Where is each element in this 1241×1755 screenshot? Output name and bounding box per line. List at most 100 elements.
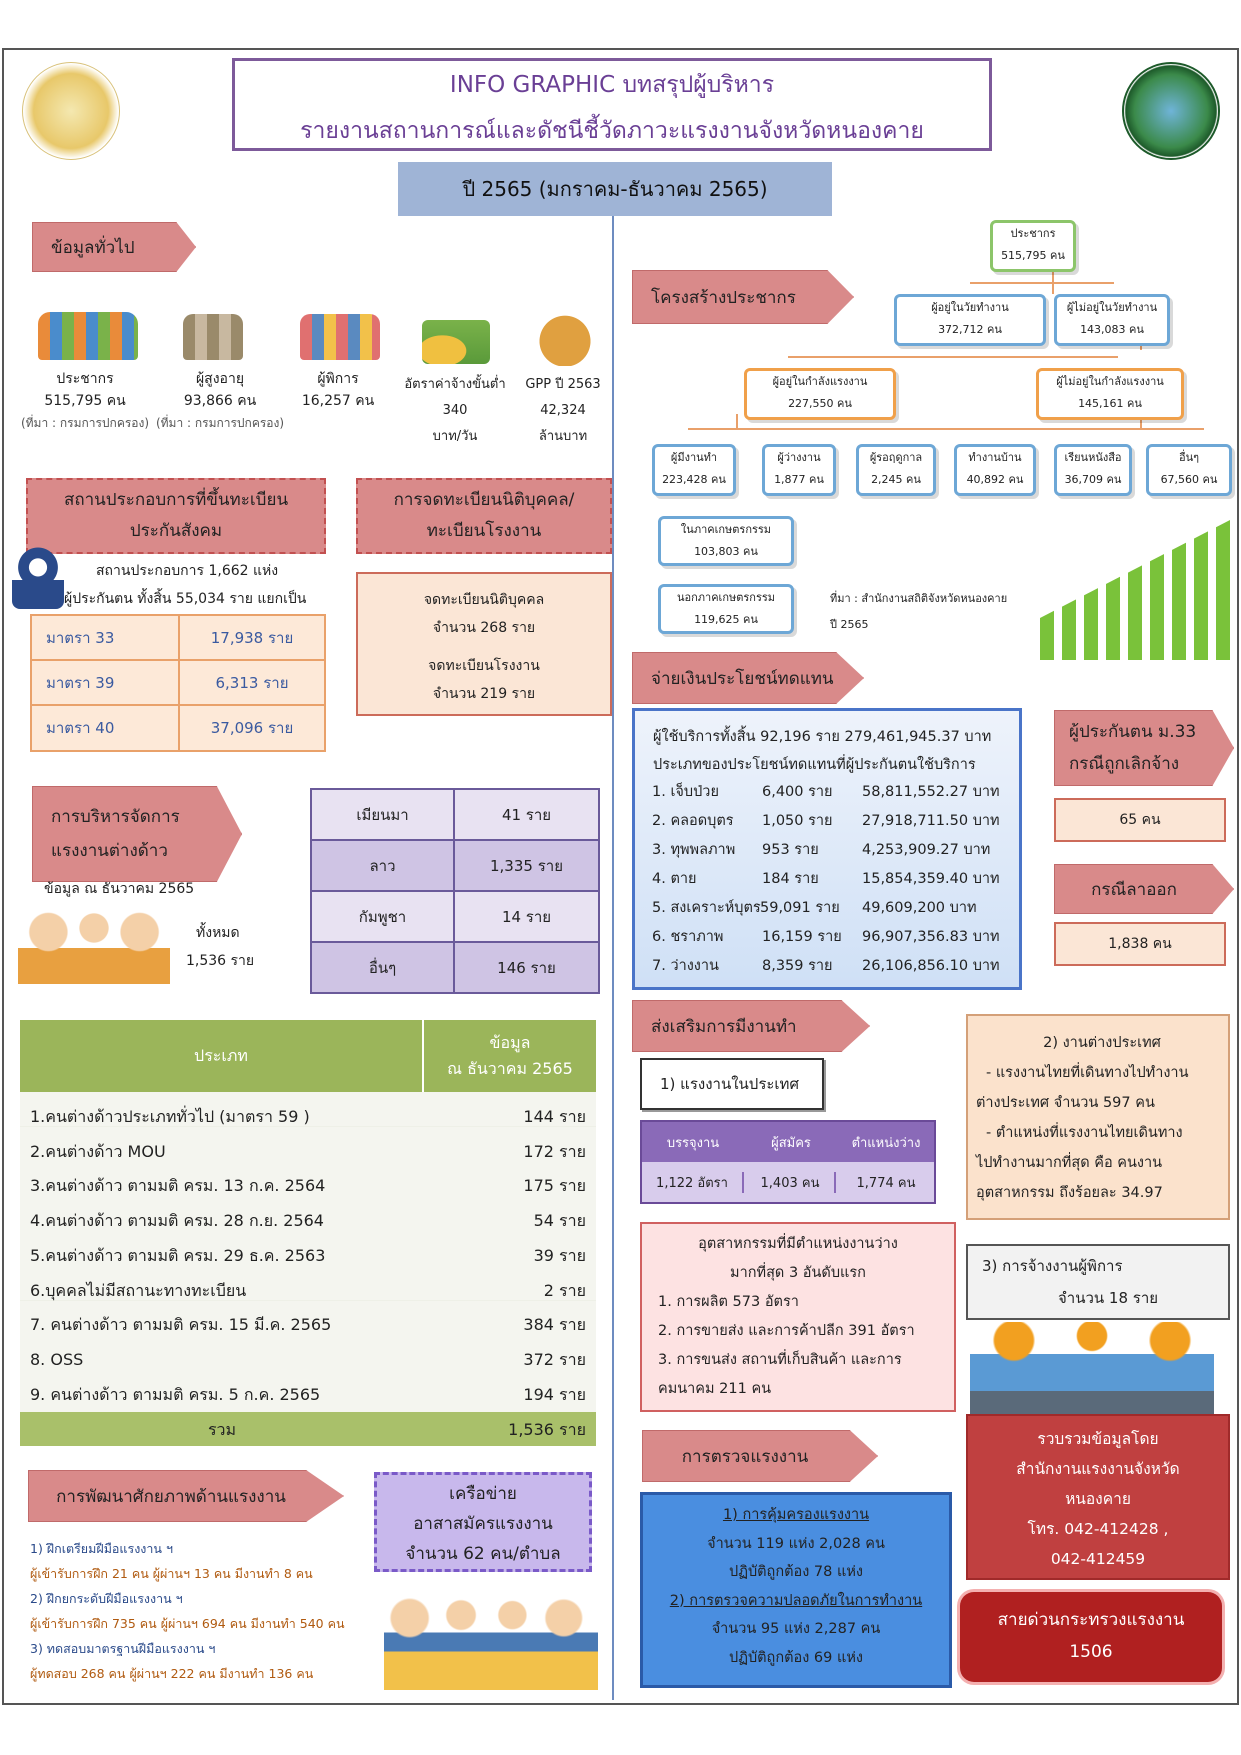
label: ผู้สูงอายุ	[195, 371, 245, 387]
benefit-sub: ประเภทของประโยชน์ทดแทนที่ผู้ประกันตนใช้บ…	[653, 757, 976, 773]
stat-disabled: ผู้พิการ 16,257 คน	[283, 368, 393, 412]
icon-elderly	[183, 314, 243, 360]
page-frame	[2, 48, 1239, 1705]
hotline-box[interactable]: สายด่วนกระทรวงแรงงาน 1506	[960, 1592, 1222, 1682]
table-cell: 372 ราย	[523, 1349, 586, 1369]
org-label: ผู้ว่างงาน	[777, 451, 821, 464]
industry-title: อุตสาหกรรมที่มีตำแหน่งงานว่าง	[698, 1236, 898, 1252]
title-box: INFO GRAPHIC บทสรุปผู้บริหาร รายงานสถานก…	[232, 58, 992, 151]
inspect-h1: 1) การคุ้มครองแรงงาน	[722, 1507, 870, 1523]
ftable-values: 144 ราย 172 ราย 175 ราย 54 ราย 39 ราย 2 …	[424, 1100, 586, 1412]
table-cell: 175 ราย	[523, 1176, 586, 1196]
benefit-count: 6,400 ราย	[762, 784, 833, 800]
benefit-amount: 27,918,711.50 บาท	[862, 813, 1000, 829]
population-heading: โครงสร้างประชากร	[632, 270, 854, 324]
org-label: เรียนหนังสือ	[1064, 451, 1122, 464]
inspect-line: ปฏิบัติถูกต้อง 69 แห่ง	[729, 1649, 863, 1666]
industry-line: คมนาคม 211 คน	[658, 1381, 772, 1397]
source-line: ที่มา : สำนักงานสถิติจังหวัดหนองคาย	[830, 592, 1008, 605]
org-label: ผู้อยู่ในกำลังแรงงาน	[772, 375, 868, 388]
employ-table: บรรจุงาน ผู้สมัคร ตำแหน่งว่าง 1,122 อัตร…	[640, 1120, 936, 1204]
social-row-value: 37,096 ราย	[210, 719, 294, 737]
domestic-label: 1) แรงงานในประเทศ	[640, 1058, 824, 1110]
skill-heading: การพัฒนาศักยภาพด้านแรงงาน	[28, 1470, 344, 1522]
network-line: เครือข่าย	[449, 1484, 517, 1504]
nation-value: 14 ราย	[455, 892, 598, 943]
ministry-logo	[22, 62, 120, 160]
value: 93,866 คน	[183, 393, 257, 409]
disabled-employ-box: 3) การจ้างงานผู้พิการ จำนวน 18 ราย	[966, 1244, 1230, 1320]
title-line2: รายงานสถานการณ์และดัชนีชี้วัดภาวะแรงงานจ…	[300, 118, 924, 144]
value: 515,795 คน	[44, 393, 126, 409]
nation-value: 1,335 ราย	[455, 841, 598, 892]
inspect-box: 1) การคุ้มครองแรงงาน จำนวน 119 แห่ง 2,02…	[640, 1492, 952, 1688]
nation-table: เมียนมา 41 ราย ลาว 1,335 ราย กัมพูชา 14 …	[310, 788, 600, 994]
construction-workers-illustration	[970, 1322, 1214, 1414]
contact-line: รวบรวมข้อมูลโดย	[1037, 1430, 1159, 1448]
org-label: ผู้รอฤดูกาล	[869, 451, 923, 464]
skill-line: ผู้ทดสอบ 268 คน ผู้ผ่านฯ 222 คน มีงานทำ …	[30, 1666, 314, 1681]
ftable-total-value: 1,536 ราย	[508, 1420, 586, 1439]
m33-value: 65 คน	[1054, 798, 1226, 842]
table-row: 2.คนต่างด้าว MOU	[30, 1141, 166, 1161]
m33-heading1: ผู้ประกันตน ม.33	[1069, 722, 1197, 742]
contact-line: 042-412459	[1050, 1550, 1146, 1568]
abroad-box: 2) งานต่างประเทศ - แรงงานไทยที่เดินทางไป…	[966, 1014, 1230, 1220]
benefit-heading: จ่ายเงินประโยชน์ทดแทน	[632, 652, 864, 704]
industry-line: 3. การขนส่ง สถานที่เก็บสินค้า และการ	[658, 1352, 902, 1368]
benefit-amount: 4,253,909.27 บาท	[862, 842, 991, 858]
nation-value: 41 ราย	[455, 790, 598, 841]
value: 42,324	[540, 403, 586, 418]
hotline-label: สายด่วนกระทรวงแรงงาน	[997, 1610, 1185, 1630]
contact-box: รวบรวมข้อมูลโดย สำนักงานแรงงานจังหวัด หน…	[966, 1414, 1230, 1580]
foreign-total: 1,536 ราย	[186, 953, 255, 969]
benefit-type: 3. ทุพพลภาพ	[652, 842, 736, 858]
table-cell: 2 ราย	[543, 1280, 586, 1300]
mascot-icon	[12, 545, 64, 609]
table-cell: 54 ราย	[533, 1211, 586, 1231]
stat-gpp: GPP ปี 2563 42,324 ล้านบาท	[515, 372, 611, 450]
skill-line: 1) ฝึกเตรียมฝีมือแรงงาน ฯ	[30, 1541, 173, 1556]
ftable-header-type: ประเภท	[20, 1020, 424, 1092]
benefit-count: 59,091 ราย	[760, 900, 840, 916]
contact-line: หนองคาย	[1065, 1490, 1131, 1508]
org-label: ผู้อยู่ในวัยทำงาน	[931, 301, 1009, 314]
inspect-line: จำนวน 119 แห่ง 2,028 คน	[707, 1535, 885, 1552]
org-label: ในภาคเกษตรกรรม	[680, 523, 772, 536]
org-value: 36,709 คน	[1064, 473, 1122, 486]
org-label: ทำงานบ้าน	[968, 451, 1022, 464]
org-value: 143,083 คน	[1080, 323, 1144, 336]
benefit-amount: 96,907,356.83 บาท	[862, 929, 1000, 945]
foreign-asof: ข้อมูล ณ ธันวาคม 2565	[44, 881, 195, 897]
inspect-h2: 2) การตรวจความปลอดภัยในการทำงาน	[669, 1592, 923, 1609]
label: GPP ปี 2563	[525, 377, 601, 392]
social-line2: ผู้ประกันตน ทั้งสิ้น 55,034 ราย แยกเป็น	[64, 591, 307, 607]
foreign-total-label: ทั้งหมด	[196, 925, 240, 941]
workers-illustration	[384, 1594, 598, 1690]
org-value: 119,625 คน	[694, 613, 758, 626]
general-heading: ข้อมูลทั่วไป	[32, 222, 196, 272]
label: ประชากร	[56, 371, 114, 387]
benefit-type: 4. ตาย	[652, 871, 697, 887]
resign-value: 1,838 คน	[1054, 922, 1226, 966]
social-row-value: 17,938 ราย	[180, 616, 324, 661]
social-heading: สถานประกอบการที่ขึ้นทะเบียนประกันสังคม	[26, 478, 326, 554]
benefit-amount: 26,106,856.10 บาท	[862, 958, 1000, 974]
benefit-type: 1. เจ็บป่วย	[652, 784, 719, 800]
contact-line: สำนักงานแรงงานจังหวัด	[1016, 1460, 1180, 1478]
nation-key: เมียนมา	[312, 790, 455, 841]
social-table: มาตรา 33 17,938 ราย มาตรา 39 6,313 ราย ม…	[30, 614, 326, 752]
note: (ที่มา : กรมการปกครอง)	[155, 416, 285, 430]
resign-heading: กรณีลาออก	[1054, 864, 1234, 914]
reg-line: จำนวน 268 ราย	[432, 620, 536, 636]
benefit-type-col: 1. เจ็บป่วย 2. คลอดบุตร 3. ทุพพลภาพ 4. ต…	[652, 778, 761, 981]
skill-line: ผู้เข้ารับการฝึก 735 คน ผู้ผ่านฯ 694 คน …	[30, 1616, 345, 1631]
network-line: จำนวน 62 คน/ตำบล	[405, 1544, 561, 1564]
